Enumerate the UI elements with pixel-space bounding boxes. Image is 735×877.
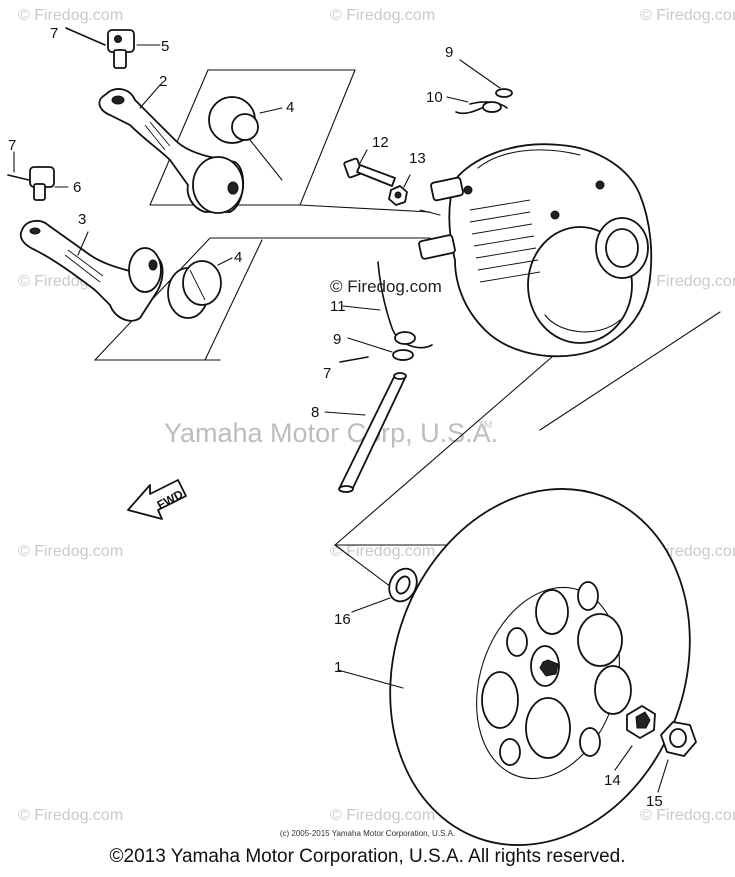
- watermark-tile: © Firedog.com: [18, 543, 123, 560]
- callout-4: 4: [234, 249, 242, 266]
- callout-7: 7: [323, 365, 331, 382]
- center-watermark: © Firedog.com: [330, 277, 442, 296]
- part-12-bolt: [343, 149, 396, 187]
- watermark-tile: © Firedog.com: [330, 807, 435, 824]
- part-3-pad-support-arm: [19, 219, 164, 322]
- callout-7: 7: [8, 137, 16, 154]
- callout-3: 3: [78, 211, 86, 228]
- callout-9: 9: [333, 331, 341, 348]
- part-1-brake-disc: [337, 488, 691, 846]
- explode-frame-upper: [93, 69, 431, 361]
- copyright-small: (c) 2005-2015 Yamaha Motor Corporation, …: [279, 829, 456, 838]
- trademark-watermark: Yamaha Motor Corp, U.S.A.: [164, 418, 498, 448]
- callout-10: 10: [426, 89, 443, 106]
- callout-14: 14: [604, 772, 621, 789]
- callout-6: 6: [73, 179, 81, 196]
- part-15-axle-nut: [657, 721, 697, 793]
- callout-5: 5: [161, 38, 169, 55]
- callout-15: 15: [646, 793, 663, 810]
- part-8-pad-pin: [324, 372, 407, 493]
- callout-13: 13: [409, 150, 426, 167]
- part-5-pin-clip: [107, 29, 161, 69]
- copyright-main: ©2013 Yamaha Motor Corporation, U.S.A. A…: [109, 846, 626, 867]
- callout-4: 4: [286, 99, 294, 116]
- watermark-tiles: © Firedog.com © Firedog.com © Firedog.co…: [18, 7, 735, 824]
- watermark-tile: © Firedog.com: [640, 273, 735, 290]
- part-7-cotter-pins: [7, 27, 369, 363]
- callout-9: 9: [445, 44, 453, 61]
- watermark-tile: © Firedog.com: [18, 807, 123, 824]
- callout-labels: 7 5 2 4 7 6 3 4 9 10 12 13 11 9 7 8 16 1…: [8, 25, 663, 810]
- callout-7: 7: [50, 25, 58, 42]
- part-11-spring-clip: [342, 261, 433, 349]
- watermark-tile: © Firedog.com: [330, 543, 435, 560]
- part-14-lock-washer: [614, 705, 656, 771]
- watermark-tile: © Firedog.com: [18, 7, 123, 24]
- part-4-brake-pad-upper: [208, 96, 283, 181]
- part-2-pad-support-arm: [98, 84, 245, 214]
- callout-16: 16: [334, 611, 351, 628]
- caliper-housing: [418, 143, 653, 358]
- callout-2: 2: [159, 73, 167, 90]
- part-13-nut: [388, 174, 411, 206]
- part-9-10-upper-washer-spring: [446, 59, 513, 115]
- callout-8: 8: [311, 404, 319, 421]
- watermark-tile: © Firedog.com: [330, 7, 435, 24]
- callout-11: 11: [330, 298, 346, 315]
- watermark-tile: © Firedog.com: [640, 807, 735, 824]
- forward-direction-arrow: FWD: [127, 479, 187, 520]
- part-4-brake-pad-lower: [167, 257, 233, 319]
- callout-1: 1: [334, 659, 342, 676]
- part-9-lower-washer: [347, 331, 416, 361]
- watermark-tile: © Firedog.com: [640, 7, 735, 24]
- callout-12: 12: [372, 134, 389, 151]
- part-6-pin-clip: [29, 166, 69, 201]
- trademark-symbol: TM: [478, 420, 492, 431]
